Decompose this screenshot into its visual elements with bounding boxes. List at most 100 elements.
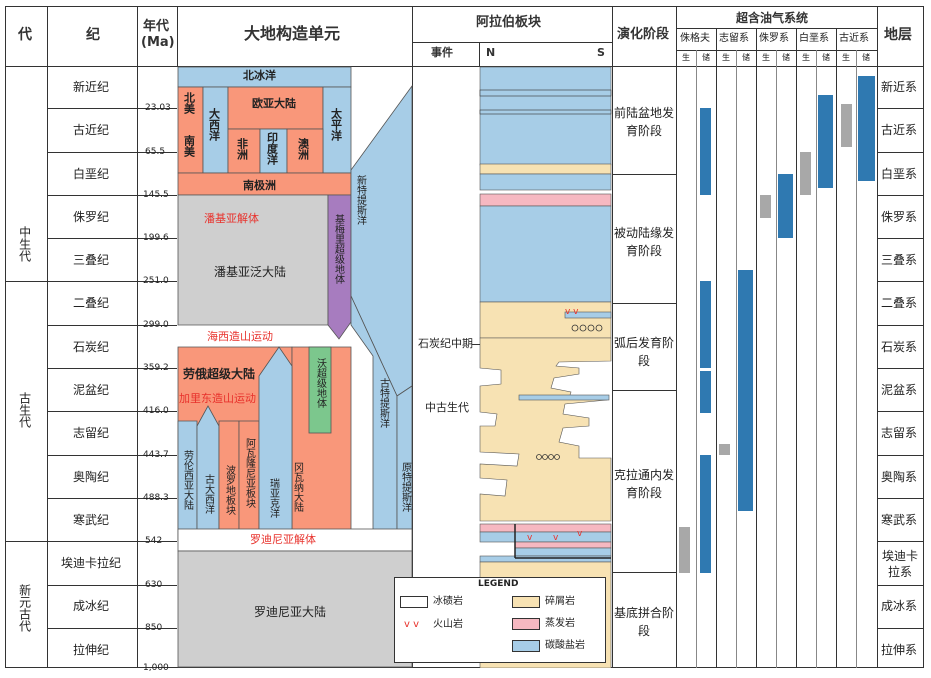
- strata-label: 埃迪卡拉系: [881, 549, 918, 579]
- bar-reservoir: [700, 455, 711, 573]
- legend-tillite-label: 冰碛岩: [433, 596, 463, 607]
- age-tick: 359.2: [143, 363, 169, 373]
- legend-evaporite-label: 蒸发岩: [545, 618, 575, 629]
- bar-reservoir: [700, 108, 711, 195]
- strata-label: 古近系: [881, 123, 918, 137]
- age-tick: 299.0: [143, 320, 169, 330]
- petroleum-system-label: 侏格夫: [680, 33, 710, 44]
- label-baltica: 波罗地板块: [223, 465, 235, 515]
- sub-source: 生: [802, 53, 810, 62]
- period-label: 埃迪卡拉纪: [61, 556, 122, 570]
- age-tick: 199.6: [143, 233, 169, 243]
- age-tick: 630: [145, 580, 163, 590]
- legend-evaporite-swatch: [512, 618, 540, 630]
- stage-passive-margin: 被动陆缘发育阶段: [614, 226, 675, 258]
- age-tick: 251.0: [143, 276, 169, 286]
- sub-reservoir: 储: [702, 53, 710, 62]
- legend-box: [394, 577, 606, 663]
- age-tick: 542: [145, 536, 163, 546]
- period-label: 石炭纪: [73, 340, 110, 354]
- legend-tillite-swatch: [400, 596, 428, 608]
- tectonic-diagram: [177, 66, 413, 668]
- age-tick: 488.3: [143, 493, 169, 503]
- label-eurasia: 欧亚大陆: [252, 97, 296, 110]
- period-label: 成冰纪: [73, 599, 110, 613]
- label-antarctica: 南极洲: [243, 179, 276, 192]
- stage-basement: 基底拼合阶段: [614, 606, 675, 638]
- age-tick: 850: [145, 623, 163, 633]
- period-label: 白垩纪: [73, 167, 110, 181]
- label-cimmerian: 基梅里超级地体: [332, 214, 344, 284]
- period-label: 新近纪: [73, 80, 110, 94]
- svg-text:v: v: [577, 529, 583, 539]
- age-tick: 145.5: [143, 190, 169, 200]
- strata-label: 二叠系: [881, 296, 918, 310]
- header-tectonic: 大地构造单元: [244, 24, 341, 43]
- header-plate: 阿拉伯板块: [476, 15, 542, 30]
- bar-source: [841, 104, 852, 147]
- sub-source: 生: [762, 53, 770, 62]
- legend-clastic-swatch: [512, 596, 540, 608]
- header-stage: 演化阶段: [617, 27, 670, 42]
- strata-label: 石炭系: [881, 340, 918, 354]
- sub-source: 生: [842, 53, 850, 62]
- age-tick: 416.0: [143, 406, 169, 416]
- label-north-america: 北美: [182, 92, 196, 114]
- period-label: 三叠纪: [73, 253, 110, 267]
- stage-foreland: 前陆盆地发育阶段: [614, 106, 675, 138]
- period-label: 二叠纪: [73, 296, 110, 310]
- header-south: S: [597, 46, 605, 59]
- age-tick: 23.03: [145, 103, 171, 113]
- petroleum-system-label: 古近系: [839, 33, 869, 44]
- event-mid-carboniferous: 石炭纪中期: [418, 337, 473, 350]
- bar-source: [679, 527, 690, 573]
- label-pangea: 潘基亚泛大陆: [214, 265, 287, 279]
- header-age-unit: (Ma): [141, 35, 175, 50]
- legend-carbonate-swatch: [512, 640, 540, 652]
- strata-label: 寒武系: [881, 513, 918, 527]
- label-australia: 澳洲: [296, 138, 310, 160]
- label-neotethys: 新特提斯洋: [354, 175, 366, 225]
- sub-reservoir: 储: [742, 53, 750, 62]
- label-atlantic: 大西洋: [207, 108, 221, 141]
- period-label: 奥陶纪: [73, 470, 110, 484]
- header-era: 代: [18, 27, 32, 43]
- header-petroleum: 超含油气系统: [736, 11, 809, 25]
- sub-source: 生: [682, 53, 690, 62]
- chart-frame: [5, 6, 924, 668]
- era-paleozoic: 古生代: [17, 392, 32, 428]
- label-prototethys: 原特提斯洋: [399, 462, 411, 512]
- strata-label: 拉伸系: [881, 643, 918, 657]
- label-south-america: 南美: [182, 135, 196, 157]
- sub-reservoir: 储: [862, 53, 870, 62]
- legend-volcanic-label: 火山岩: [433, 619, 463, 630]
- petroleum-system-label: 白垩系: [799, 33, 829, 44]
- era-mesozoic: 中生代: [17, 226, 32, 262]
- strata-label: 白垩系: [881, 167, 918, 181]
- age-tick: 1,000: [143, 663, 169, 673]
- label-north-ocean: 北冰洋: [243, 69, 276, 82]
- label-rodinia-breakup: 罗迪尼亚解体: [250, 533, 316, 546]
- header-strata: 地层: [884, 27, 912, 43]
- petroleum-system-label: 志留系: [719, 33, 749, 44]
- bar-reservoir: [858, 76, 875, 181]
- header-period: 纪: [86, 27, 100, 43]
- age-tick: 65.5: [145, 147, 166, 157]
- label-caledonian: 加里东造山运动: [179, 392, 256, 405]
- petroleum-system-label: 侏罗系: [759, 33, 789, 44]
- legend-title: LEGEND: [478, 579, 519, 589]
- label-pacific: 太平洋: [329, 108, 343, 141]
- svg-text:v: v: [553, 533, 559, 543]
- strata-label: 新近系: [881, 80, 918, 94]
- period-label: 泥盆纪: [73, 383, 110, 397]
- label-hercynian: 海西造山运动: [207, 330, 273, 343]
- age-tick: 443.7: [143, 450, 169, 460]
- bar-source: [800, 152, 811, 195]
- label-laurentia: 劳伦西亚大陆: [181, 450, 193, 510]
- legend-carbonate-label: 碳酸盐岩: [545, 640, 585, 651]
- label-africa: 非洲: [235, 138, 249, 160]
- era-neoproterozoic: 新元古代: [17, 584, 32, 632]
- bar-reservoir: [778, 174, 793, 238]
- period-label: 志留纪: [73, 426, 110, 440]
